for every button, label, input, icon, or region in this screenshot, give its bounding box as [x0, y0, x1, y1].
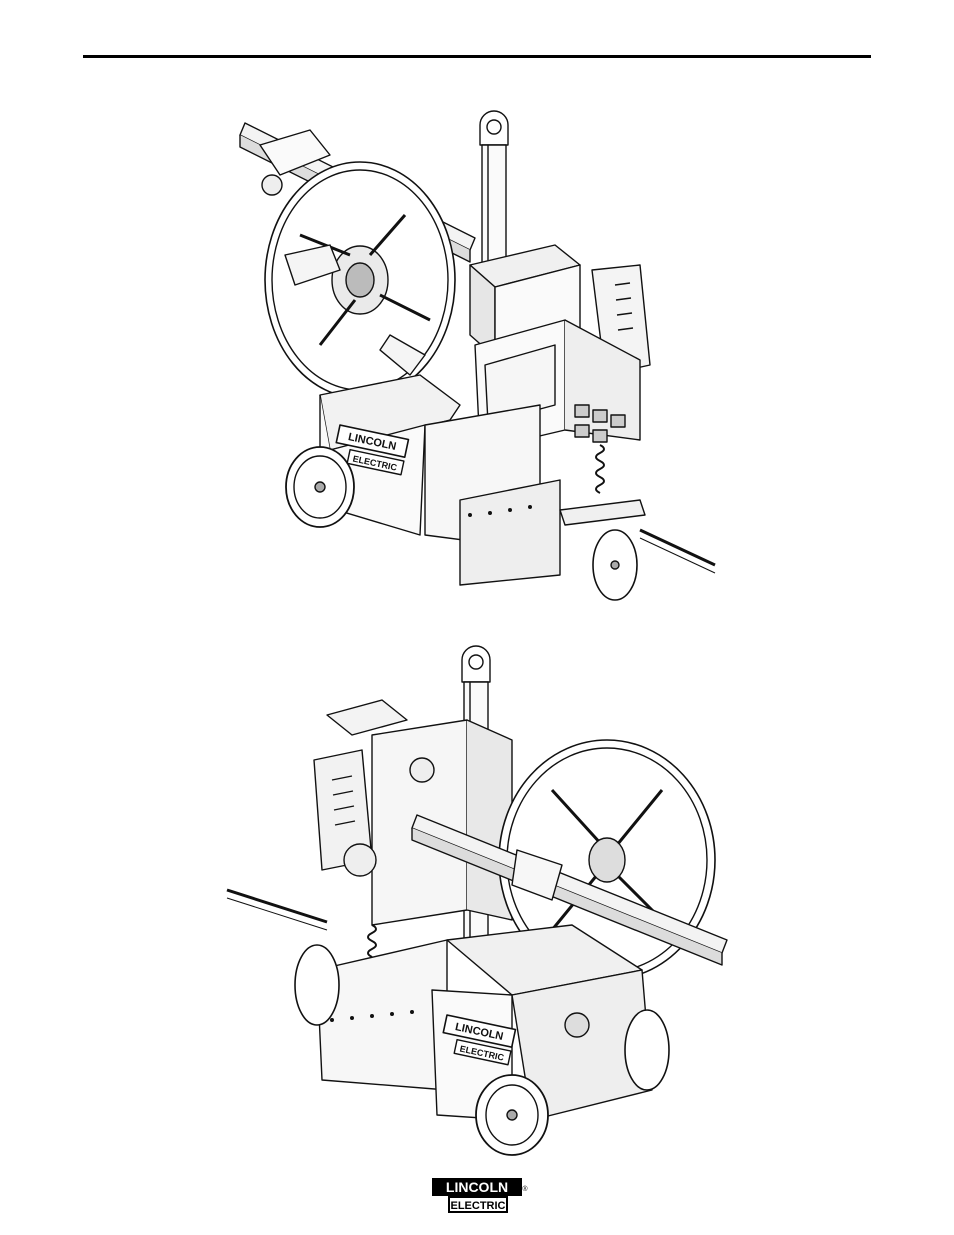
header-rule [83, 55, 871, 58]
registered-mark: ® [522, 1185, 528, 1193]
logo-line1: LINCOLN [446, 1179, 508, 1195]
lincoln-electric-logo: LINCOLN ELECTRIC ® [431, 1177, 529, 1213]
logo-line2: ELECTRIC [451, 1200, 506, 1212]
tractor-illustration-front-view: LINCOLN ELECTRIC [220, 105, 730, 605]
tractor-illustration-rear-view: LINCOLN ELECTRIC [222, 640, 737, 1160]
